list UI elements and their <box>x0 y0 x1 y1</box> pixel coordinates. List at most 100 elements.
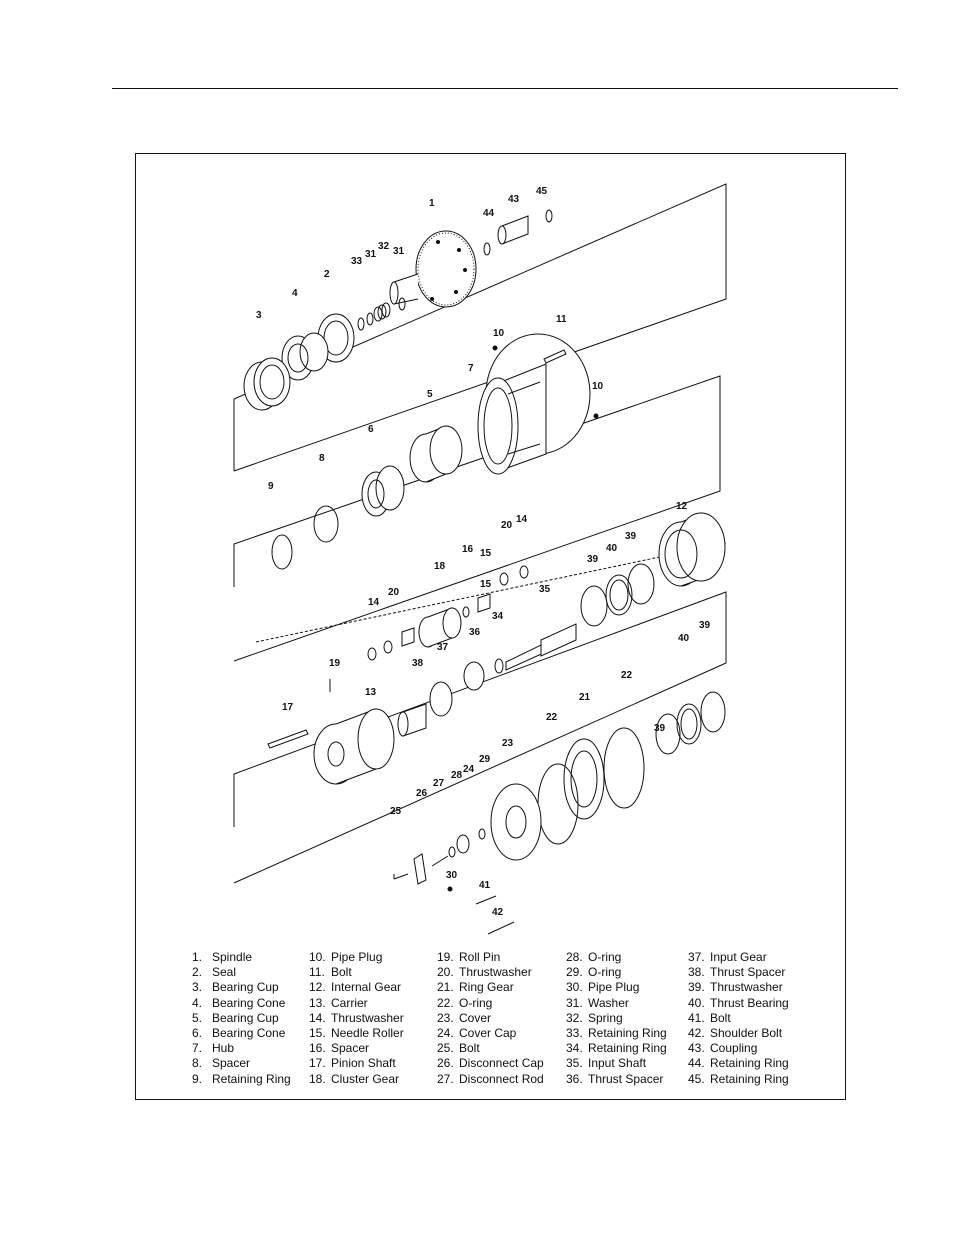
legend-number: 29. <box>566 965 583 980</box>
legend-label: Retaining Ring <box>212 1071 291 1086</box>
pipe-plug-10b <box>593 413 599 419</box>
legend-item: 7.Hub <box>192 1041 291 1056</box>
bolt-41 <box>475 895 497 905</box>
o-ring-29 <box>478 828 486 840</box>
callout-6: 6 <box>368 424 374 435</box>
legend-item: 2.Seal <box>192 965 291 980</box>
callout-23: 23 <box>502 738 514 749</box>
legend-item: 41.Bolt <box>688 1011 789 1026</box>
bolt-11 <box>543 349 567 364</box>
legend-item: 9. Retaining Ring <box>192 1072 291 1087</box>
callout-31: 31 <box>393 246 405 257</box>
legend-label: Input Shaft <box>588 1056 647 1071</box>
callout-17: 17 <box>282 702 294 713</box>
legend-label: Roll Pin <box>459 950 501 964</box>
spring-part <box>373 302 391 322</box>
bearing-cone-4 <box>281 332 329 381</box>
legend-item: 34.Retaining Ring <box>566 1041 667 1056</box>
legend-item: 20.Thrustwasher <box>437 965 544 980</box>
legend-item: 3.Bearing Cup <box>192 980 291 995</box>
legend-item: 24.Cover Cap <box>437 1026 544 1041</box>
thrust-bearing-40a <box>605 574 633 616</box>
legend-number: 12. <box>309 980 326 995</box>
legend-number: 41. <box>688 1010 705 1025</box>
callout-14: 14 <box>368 597 380 608</box>
legend-label: Cover <box>459 1010 492 1025</box>
legend-item: 19.Roll Pin <box>437 950 544 965</box>
legend-label: Thrust Spacer <box>710 965 786 980</box>
legend-number: 16. <box>309 1041 326 1056</box>
needle-roller-15b <box>477 593 491 613</box>
o-ring-28 <box>448 846 456 858</box>
spindle-part <box>389 230 477 308</box>
callout-35: 35 <box>539 584 551 595</box>
legend-item: 14.Thrustwasher <box>309 1011 404 1026</box>
legend-item: 26.Disconnect Cap <box>437 1056 544 1071</box>
legend-label: Internal Gear <box>331 980 402 995</box>
pinion-shaft-part <box>267 729 309 749</box>
legend-item: 32.Spring <box>566 1011 667 1026</box>
callout-20: 20 <box>501 520 513 531</box>
legend-label: Bearing Cone <box>212 995 286 1010</box>
legend-number: 9. <box>192 1071 203 1086</box>
callout-37: 37 <box>437 642 449 653</box>
callout-39: 39 <box>699 620 711 631</box>
legend-item: 44.Retaining Ring <box>688 1056 789 1071</box>
legend-item: 4.Bearing Cone <box>192 996 291 1011</box>
pipe-plug-30 <box>447 886 453 892</box>
legend-label: O-ring <box>459 995 493 1010</box>
callout-38: 38 <box>412 658 424 669</box>
callout-4: 4 <box>292 288 298 299</box>
washer-31b <box>398 297 406 311</box>
needle-roller-15a <box>401 627 415 647</box>
legend-number: 13. <box>309 995 326 1010</box>
callout-34: 34 <box>492 611 504 622</box>
legend-label: Bearing Cup <box>212 1010 279 1025</box>
disconnect-cap-part <box>413 853 427 885</box>
legend-label: Shoulder Bolt <box>710 1026 783 1041</box>
callout-10: 10 <box>493 328 505 339</box>
cover-part <box>490 783 542 861</box>
callout-36: 36 <box>469 627 481 638</box>
legend-label: Bearing Cone <box>212 1026 286 1041</box>
legend-label: Ring Gear <box>459 980 514 995</box>
legend-item: 23.Cover <box>437 1011 544 1026</box>
legend-number: 30. <box>566 980 583 995</box>
cluster-gear-part <box>418 607 462 648</box>
callout-5: 5 <box>427 389 433 400</box>
legend-number: 40. <box>688 995 705 1010</box>
legend-item: 5.Bearing Cup <box>192 1011 291 1026</box>
legend-item: 1.Spindle <box>192 950 291 965</box>
callout-16: 16 <box>462 544 474 555</box>
callout-39: 39 <box>625 531 637 542</box>
legend-item: 37.Input Gear <box>688 950 789 965</box>
legend-label: O-ring <box>588 965 622 980</box>
legend-label: Thrust Spacer <box>588 1071 664 1086</box>
callout-13: 13 <box>365 687 377 698</box>
callout-15: 15 <box>480 548 492 559</box>
retaining-ring-34 <box>494 658 504 674</box>
callout-25: 25 <box>390 806 402 817</box>
callout-40: 40 <box>678 633 690 644</box>
thrustwasher-14b <box>519 565 529 579</box>
callout-39: 39 <box>654 723 666 734</box>
legend-label: Spacer <box>212 1056 251 1071</box>
legend-number: 37. <box>688 950 705 964</box>
shoulder-bolt-42 <box>487 921 515 935</box>
disconnect-rod-part <box>431 855 449 867</box>
legend-label: Thrustwasher <box>459 965 532 980</box>
legend-number: 3. <box>192 980 203 995</box>
callout-3: 3 <box>256 310 262 321</box>
legend-item: 29. O-ring <box>566 965 667 980</box>
legend-label: Pipe Plug <box>588 980 640 995</box>
legend-item: 42.Shoulder Bolt <box>688 1026 789 1041</box>
legend-number: 17. <box>309 1056 326 1071</box>
callout-44: 44 <box>483 208 495 219</box>
retaining-ring-33 <box>357 317 365 331</box>
